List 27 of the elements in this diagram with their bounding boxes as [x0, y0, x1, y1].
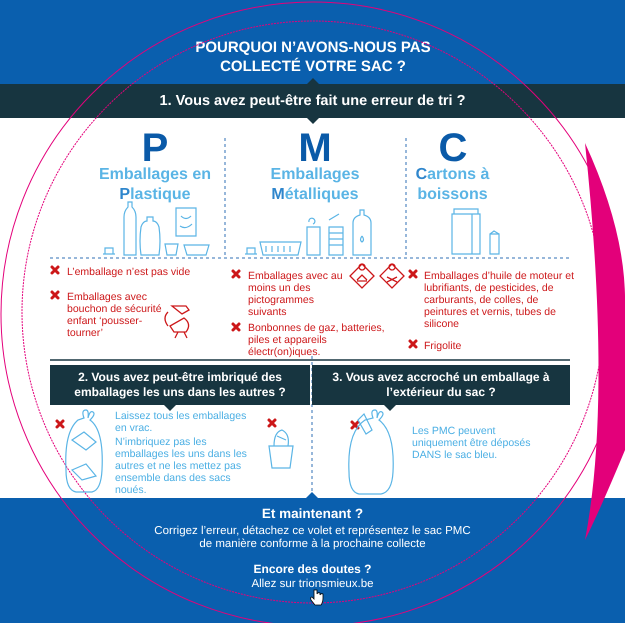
warning-text: Emballages d’huile de moteur et lubrifiants, de pesticides, de carburants, de colles, de peintures et vernis, tubes de silicone — [424, 270, 574, 330]
body-text: Allez sur trionsmieux.be — [250, 578, 375, 591]
heading: 1. Vous avez peut-être fait une erreur de tri ? — [160, 94, 466, 108]
stream-letter: C — [438, 128, 468, 168]
warning-text: Bonbonnes de gaz, batteries, piles et appareils électr(on)iques. — [248, 322, 386, 358]
warning-text: L’emballage n’est pas vide — [67, 266, 192, 278]
heading: 2. Vous avez peut-être imbriqué des emballages les uns dans les autres ? — [73, 370, 287, 400]
title: POURQUOI N’AVONS-NOUS PAS COLLECTÉ VOTRE SAC ? — [194, 38, 432, 76]
stream-name: Emballages Métalliques — [270, 165, 360, 205]
warning-text: Emballages avec au moins un des pictogrammes suivants — [248, 270, 344, 318]
stream-letter: P — [142, 128, 168, 168]
instruction-text: Laissez tous les emballages en vrac. — [115, 410, 248, 434]
info-panel — [0, 498, 625, 623]
warning-text: Emballages avec bouchon de sécurité enfant ‘pousser-tourner’ — [67, 291, 162, 339]
heading-band — [0, 84, 625, 118]
heading-band — [50, 365, 310, 405]
instruction-text: N’imbriquez pas les emballages les uns dans les autres et ne les mettez pas ensemble dans des sacs noués. — [115, 436, 248, 496]
instruction-text: Les PMC peuvent uniquement être déposés DANS le sac bleu. — [412, 425, 532, 461]
heading: Et maintenant ? — [260, 506, 364, 521]
stream-name: Emballages en Plastique — [98, 165, 212, 205]
stream-letter: M — [298, 128, 332, 168]
heading-band — [312, 365, 570, 405]
heading: 3. Vous avez accroché un emballage à l’extérieur du sac ? — [331, 370, 551, 400]
heading: Encore des doutes ? — [252, 562, 373, 577]
stream-name: Cartons à boissons — [414, 165, 490, 205]
warning-text: Frigolite — [424, 340, 462, 352]
body-text: Corrigez l’erreur, détachez ce volet et représentez le sac PMC de manière conforme à la prochaine collecte — [153, 525, 472, 551]
